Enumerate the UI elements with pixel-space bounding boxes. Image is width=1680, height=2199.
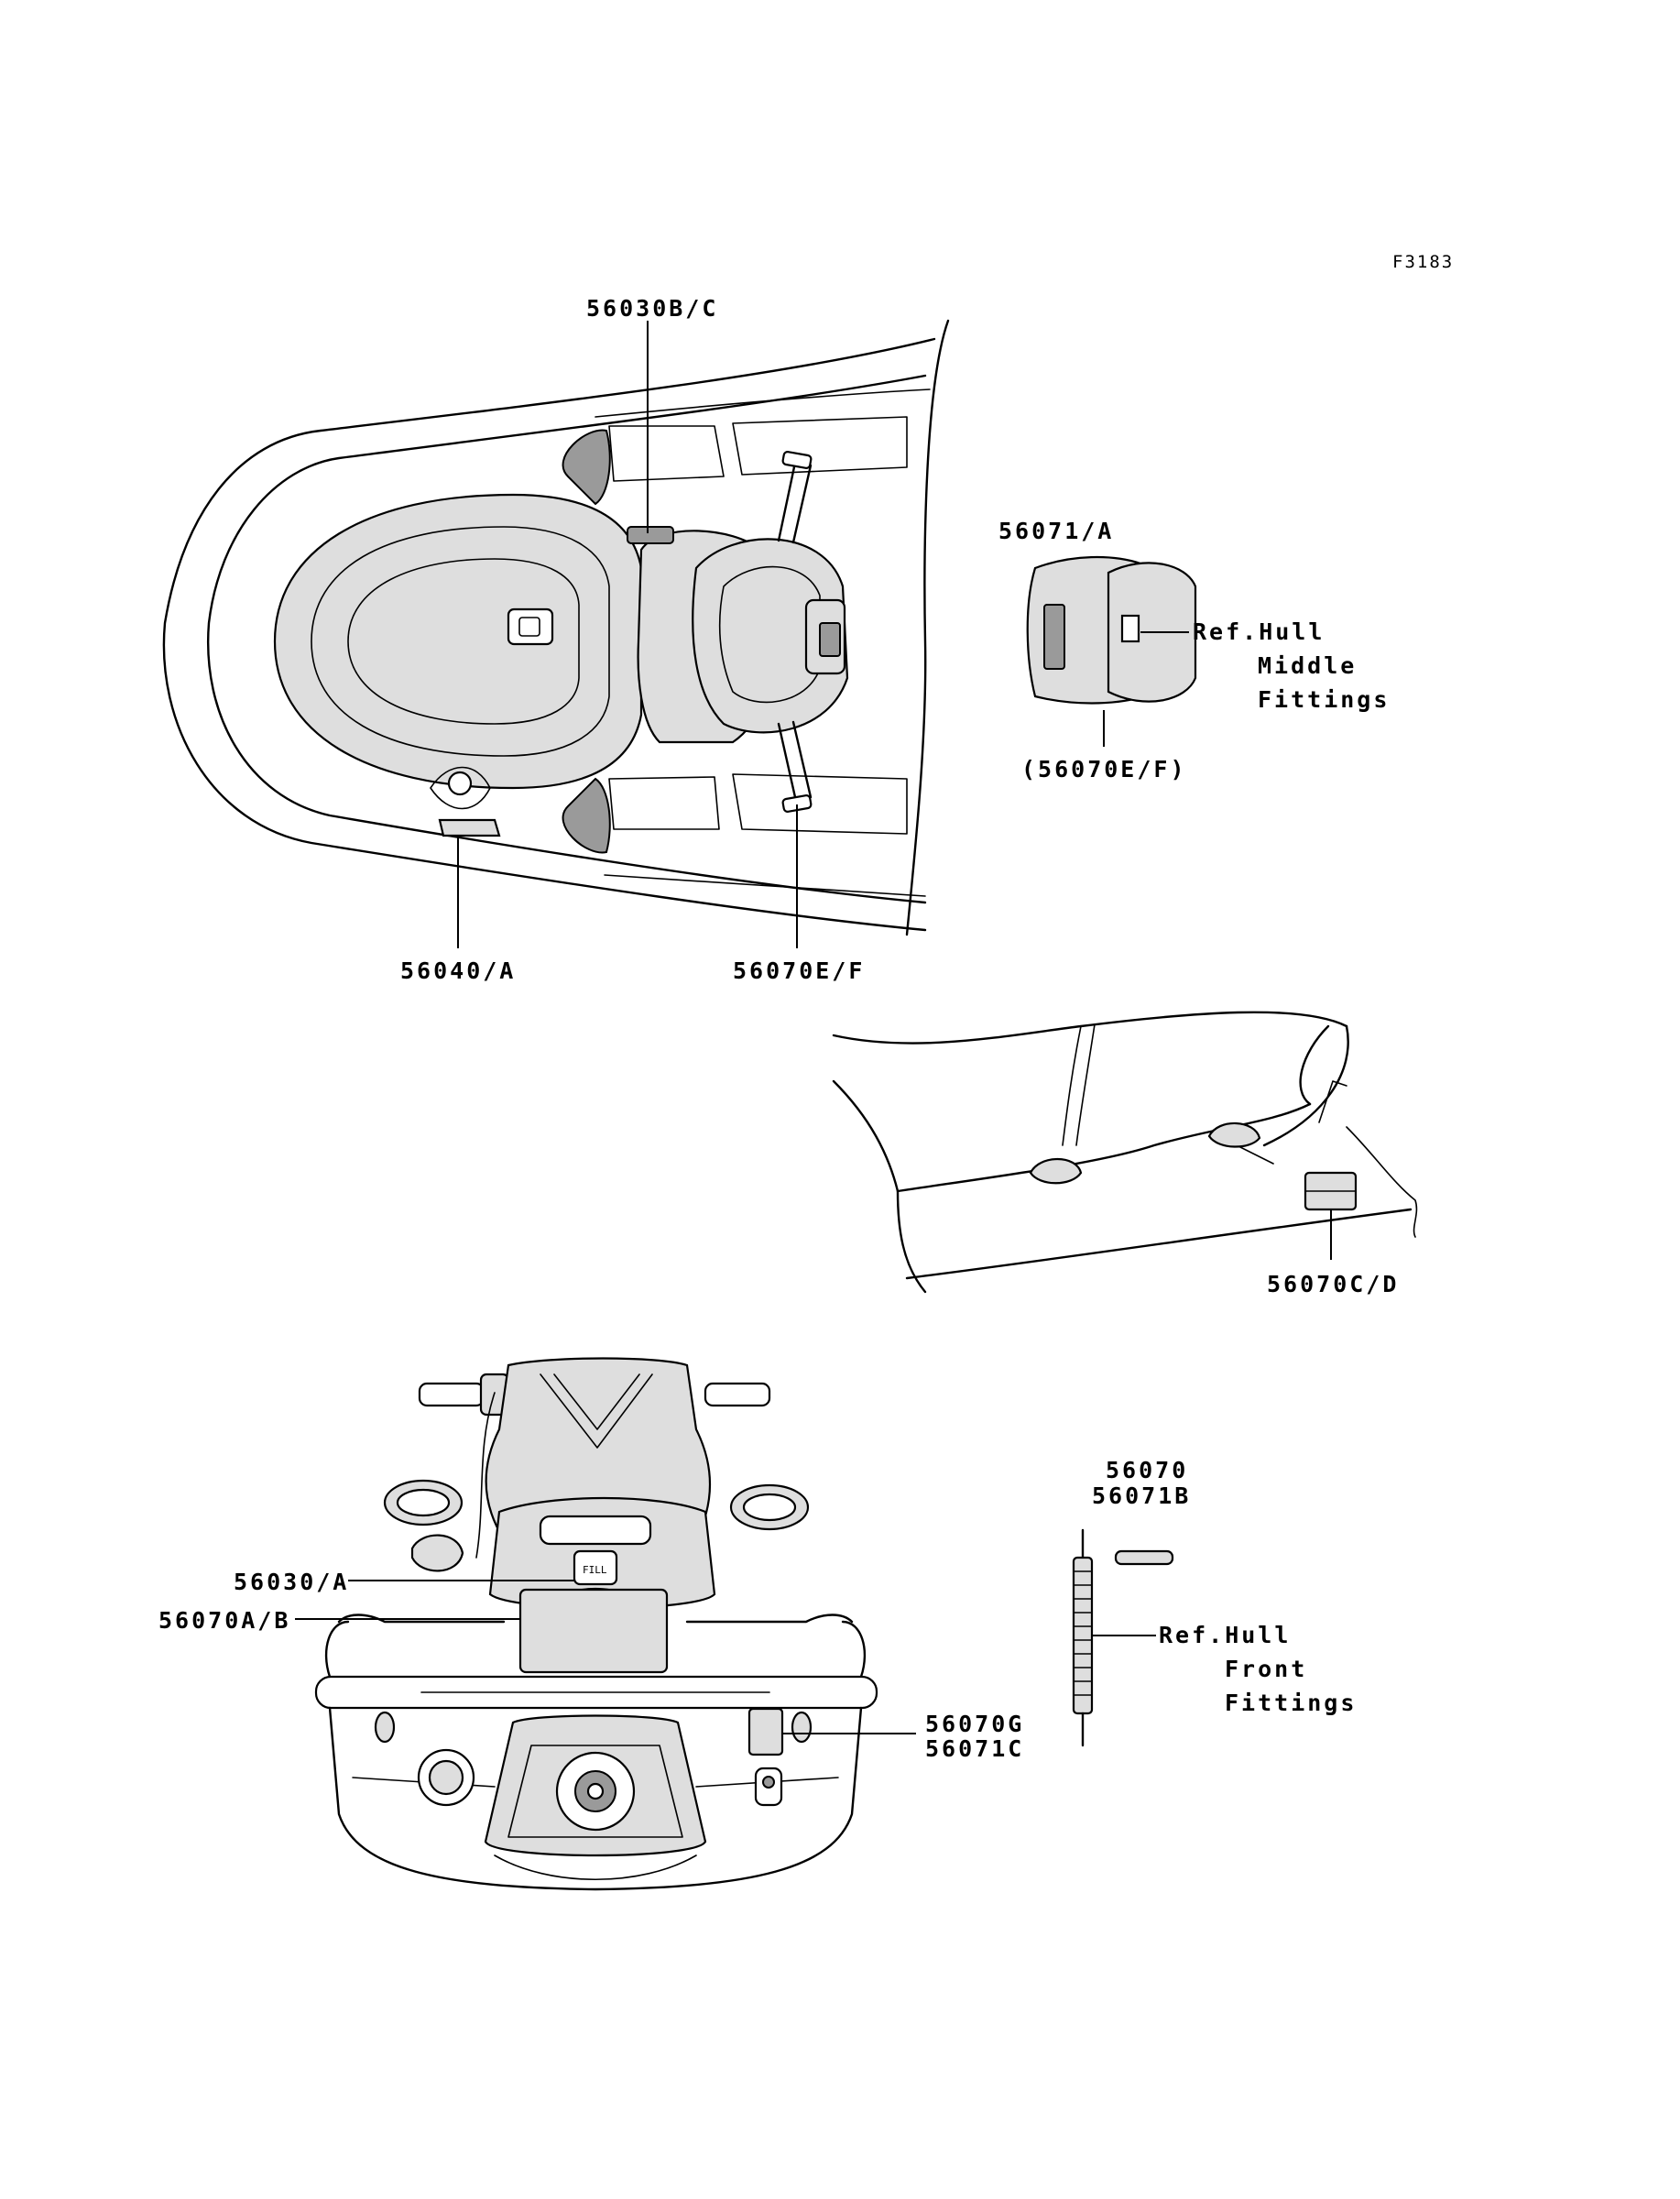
label-56030BC: 56030B/C xyxy=(586,295,718,322)
svg-text:FILL: FILL xyxy=(583,1564,607,1576)
label-56070G: 56070G xyxy=(925,1711,1024,1737)
top-view xyxy=(162,319,950,936)
ref-middle-1: Ref.Hull xyxy=(1193,618,1325,645)
label-56070CD: 56070C/D xyxy=(1267,1271,1399,1297)
fill-icon xyxy=(573,1549,618,1586)
figure-id: F3183 xyxy=(1392,252,1454,272)
label-56070EF: 56070E/F xyxy=(733,957,865,984)
label-56040A: 56040/A xyxy=(400,957,516,984)
side-view xyxy=(832,1011,1418,1294)
ref-front-3: Fittings xyxy=(1225,1690,1357,1716)
label-56070AB: 56070A/B xyxy=(158,1607,290,1634)
label-56070: 56070 xyxy=(1106,1457,1188,1483)
middle-fittings-detail xyxy=(1026,555,1197,705)
label-56030A: 56030/A xyxy=(234,1569,349,1595)
lock-icon xyxy=(507,607,554,646)
label-56070EF-paren: (56070E/F) xyxy=(1021,756,1187,782)
rear-view: FILL xyxy=(314,1357,878,1891)
ref-middle-3: Fittings xyxy=(1258,686,1390,713)
label-56071A: 56071/A xyxy=(998,518,1114,544)
ref-middle-2: Middle xyxy=(1258,652,1357,679)
ref-front-2: Front xyxy=(1225,1656,1307,1682)
ref-front-1: Ref.Hull xyxy=(1159,1622,1291,1648)
front-fittings-detail xyxy=(1072,1528,1174,1747)
label-56071C: 56071C xyxy=(925,1735,1024,1762)
label-56071B: 56071B xyxy=(1092,1482,1191,1509)
